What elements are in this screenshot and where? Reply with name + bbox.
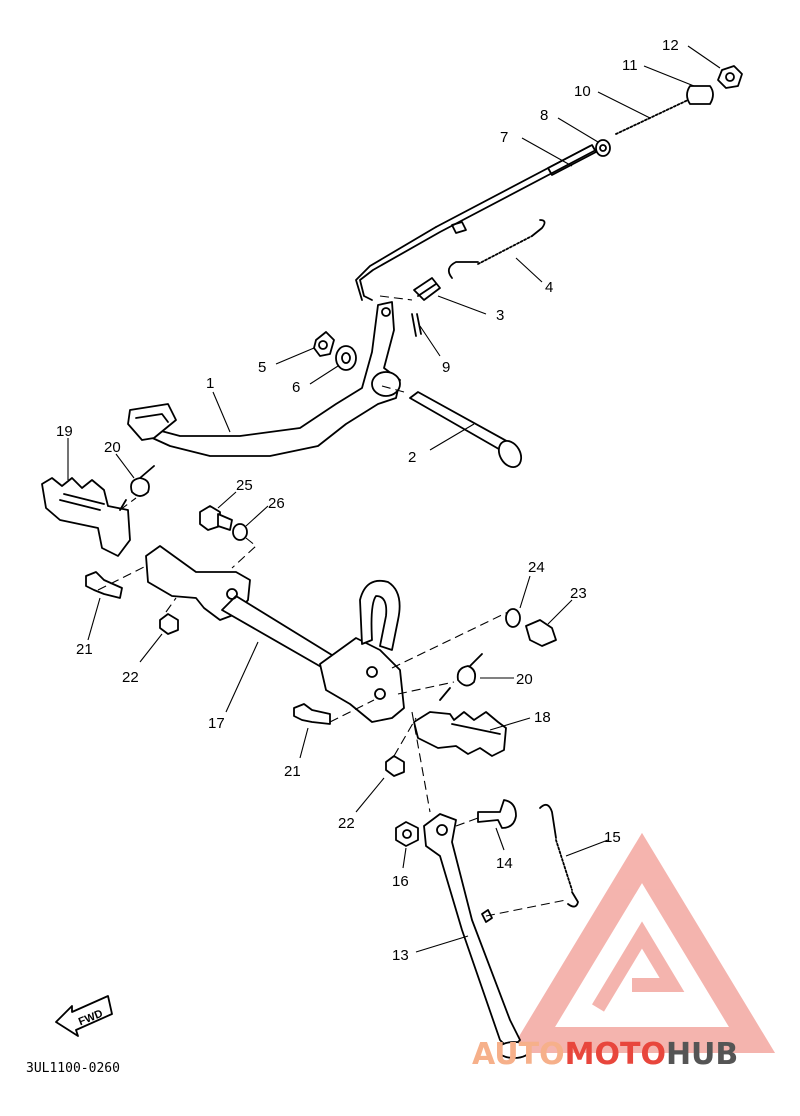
bolt-25 bbox=[199, 505, 233, 531]
washer-26 bbox=[232, 523, 248, 541]
footrest-bar-17 bbox=[145, 545, 405, 723]
spring-20-lower bbox=[439, 653, 483, 701]
callout-12: 12 bbox=[662, 37, 679, 54]
spring-15 bbox=[481, 803, 579, 923]
callout-22-left: 22 bbox=[122, 669, 139, 686]
callout-15: 15 bbox=[604, 829, 621, 846]
bolt-14 bbox=[477, 799, 517, 829]
brake-rod bbox=[355, 144, 597, 301]
callout-26: 26 bbox=[268, 495, 285, 512]
nut-22-lower bbox=[385, 755, 405, 777]
bolt-21-left bbox=[85, 571, 123, 599]
callout-19: 19 bbox=[56, 423, 73, 440]
watermark-logo bbox=[508, 832, 776, 1053]
clevis-3 bbox=[413, 277, 441, 301]
brake-pedal bbox=[127, 301, 401, 457]
callout-7: 7 bbox=[500, 129, 508, 146]
bolt-23 bbox=[525, 619, 557, 647]
callout-11: 11 bbox=[622, 57, 638, 74]
spring-20-upper bbox=[119, 465, 155, 511]
assembly-lines bbox=[97, 295, 567, 917]
spring-4 bbox=[447, 219, 546, 279]
callout-5: 5 bbox=[258, 359, 266, 376]
callout-4: 4 bbox=[545, 279, 553, 296]
fwd-arrow-icon: FWD bbox=[55, 995, 113, 1037]
callout-13: 13 bbox=[392, 947, 409, 964]
callout-2: 2 bbox=[408, 449, 416, 466]
diagram-code: 3UL1100-0260 bbox=[26, 1061, 120, 1076]
watermark-part-auto: AUTO bbox=[472, 1037, 565, 1072]
watermark-part-hub: HUB bbox=[666, 1037, 738, 1072]
callout-14: 14 bbox=[496, 855, 513, 872]
leader-lines bbox=[67, 45, 721, 953]
watermark-text: AUTOMOTOHUB bbox=[472, 1037, 738, 1072]
nut-22-left bbox=[159, 613, 179, 635]
callout-22-lower: 22 bbox=[338, 815, 355, 832]
watermark-part-moto: MOTO bbox=[565, 1037, 666, 1072]
joint-11 bbox=[686, 85, 714, 105]
footrest-18 bbox=[413, 711, 507, 757]
washer-8 bbox=[595, 139, 611, 157]
callout-9: 9 bbox=[442, 359, 450, 376]
washer-24 bbox=[505, 608, 521, 628]
callout-20-lower: 20 bbox=[516, 671, 533, 688]
callout-labels: 1 2 3 4 5 6 7 8 9 10 11 12 13 14 15 16 1… bbox=[56, 37, 679, 964]
nut-16 bbox=[395, 821, 419, 847]
sidestand-13 bbox=[423, 813, 531, 1059]
callout-24: 24 bbox=[528, 559, 545, 576]
bolt-21-lower bbox=[293, 703, 331, 725]
callout-23: 23 bbox=[570, 585, 587, 602]
callout-1: 1 bbox=[206, 375, 214, 392]
svg-text:AUTOMOTOHUB: AUTOMOTOHUB bbox=[472, 1037, 738, 1072]
callout-6: 6 bbox=[292, 379, 300, 396]
callout-8: 8 bbox=[540, 107, 548, 124]
footrest-19 bbox=[41, 477, 131, 557]
washer-5 bbox=[313, 331, 335, 357]
callout-17: 17 bbox=[208, 715, 225, 732]
cotter-pin-9 bbox=[411, 313, 422, 337]
callout-18: 18 bbox=[534, 709, 551, 726]
nut-12 bbox=[717, 65, 743, 89]
callout-21-left: 21 bbox=[76, 641, 93, 658]
callout-25: 25 bbox=[236, 477, 253, 494]
spring-10 bbox=[615, 99, 689, 135]
callout-20-upper: 20 bbox=[104, 439, 121, 456]
pivot-shaft-2 bbox=[409, 391, 523, 469]
washer-6 bbox=[335, 345, 357, 371]
callout-21-lower: 21 bbox=[284, 763, 301, 780]
callout-10: 10 bbox=[574, 83, 591, 100]
callout-16: 16 bbox=[392, 873, 409, 890]
callout-3: 3 bbox=[496, 307, 504, 324]
